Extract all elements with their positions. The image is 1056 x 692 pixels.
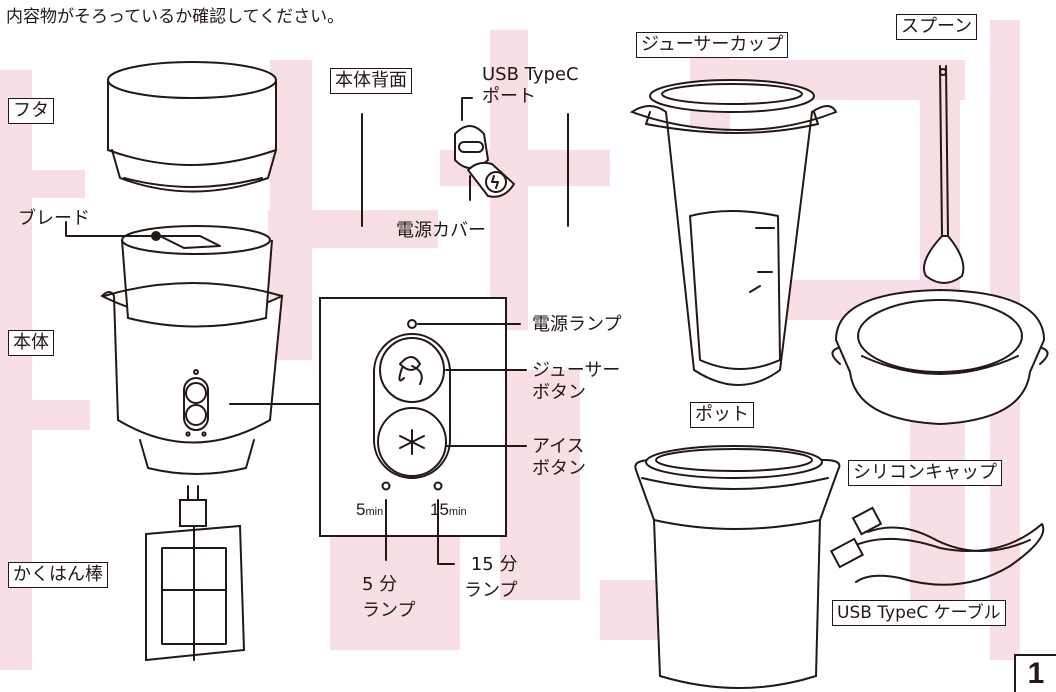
- label-lid: フタ: [8, 98, 54, 124]
- label-back: 本体背面: [330, 68, 412, 94]
- label-ice-button: アイス ボタン: [532, 436, 586, 479]
- panel-5min-text: 5min: [356, 500, 383, 520]
- label-pot: ポット: [690, 402, 754, 428]
- label-spoon: スプーン: [896, 14, 978, 40]
- instruction-text: 内容物がそろっているか確認してください。: [6, 7, 345, 27]
- label-juicer-cup: ジューサーカップ: [636, 32, 789, 58]
- panel-15-unit: min: [448, 506, 467, 518]
- label-stirrer: かくはん棒: [8, 562, 108, 588]
- juicer-cup-illustration: [629, 79, 838, 386]
- leader-lines: [65, 221, 161, 241]
- stirrer-illustration: [145, 485, 246, 662]
- usb-cable-illustration: [829, 506, 1045, 586]
- page-number: 1: [1014, 654, 1056, 692]
- lid-illustration: [107, 61, 277, 193]
- label-usb-port: USB TypeC ポート: [482, 64, 579, 107]
- body-illustration: [100, 225, 323, 475]
- label-power-lamp: 電源ランプ: [532, 314, 622, 335]
- label-usb-cable: USB TypeC ケーブル: [832, 600, 1006, 626]
- panel-5-number: 5: [356, 500, 366, 519]
- panel-15-number: 15: [430, 500, 449, 519]
- label-silicone-cap: シリコンキャップ: [848, 460, 1002, 486]
- label-body: 本体: [8, 330, 54, 356]
- label-lamp-5min: 5 分 ランプ: [362, 574, 416, 621]
- panel-5-unit: min: [365, 506, 384, 518]
- label-juicer-button: ジューサー ボタン: [532, 360, 621, 403]
- panel-15min-text: 15min: [430, 500, 467, 520]
- label-power-cover: 電源カバー: [396, 220, 486, 241]
- control-panel: [319, 297, 527, 565]
- pot-illustration: [634, 445, 841, 689]
- spoon-illustration: [923, 65, 965, 284]
- back-illustration: [361, 97, 569, 227]
- label-lamp-15min: 15 分 ランプ: [464, 554, 518, 601]
- label-blade: ブレード: [18, 208, 90, 229]
- silicone-cap-illustration: [831, 288, 1049, 426]
